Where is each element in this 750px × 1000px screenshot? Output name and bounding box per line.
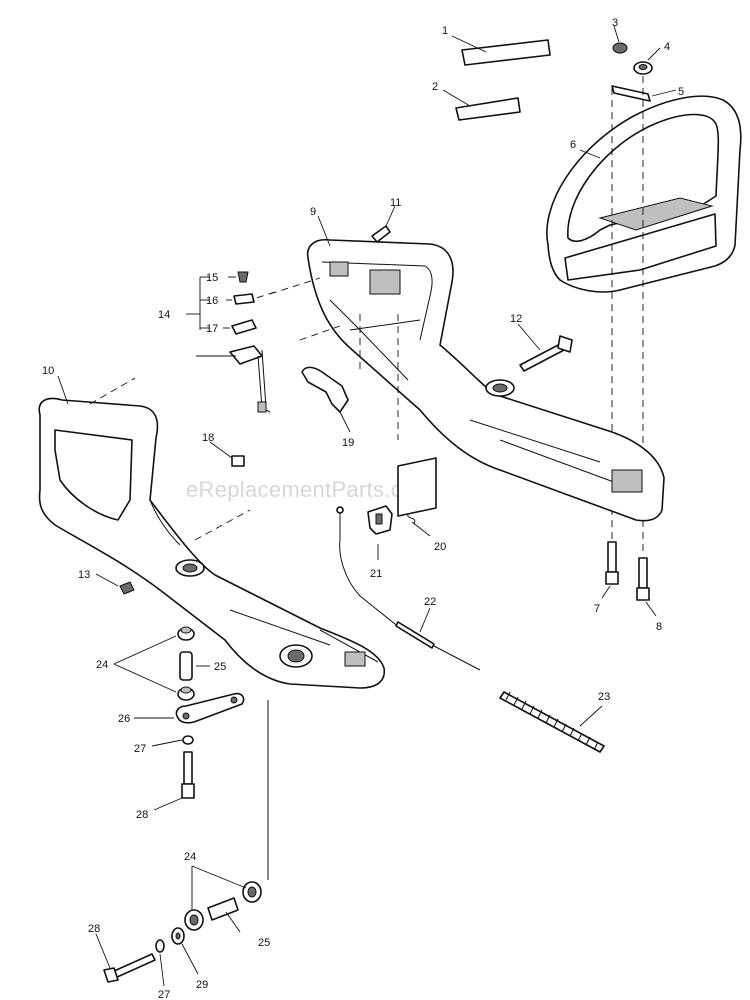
guide-line-10a [89,377,136,405]
part-4-grommet [633,47,661,75]
callout-14: 14 [158,309,170,321]
guide-line-10b [194,509,251,541]
callout-6: 6 [570,139,576,151]
guide-line-9a [269,277,321,295]
callout-17: 17 [206,323,218,335]
part-22-throttle-cable [336,506,481,671]
callout-25-upper: 25 [214,661,226,673]
part-15-screw [228,271,249,283]
part-21-throttle-lock [367,505,393,560]
callout-4: 4 [664,41,670,53]
callout-5: 5 [678,86,684,98]
callout-20: 20 [434,541,446,553]
callout-23: 23 [598,691,610,703]
part-27-upper-washer [151,735,194,747]
callout-18: 18 [202,432,214,444]
part-1-label-plate [451,35,551,66]
callout-16: 16 [206,295,218,307]
part-26-link-plate [134,692,245,724]
callout-27-upper: 27 [134,743,146,755]
part-29-washer [171,927,199,975]
part-5-bracket [611,85,677,102]
callout-24-upper: 24 [96,659,108,671]
part-6-front-handle [546,95,742,293]
part-10-rear-handle-lower [38,375,386,689]
callout-26: 26 [118,713,130,725]
part-17-plate [223,319,257,335]
part-11-screw [371,205,396,243]
part-13-nut [95,573,135,595]
spring-panel [397,457,437,517]
part-14-switch-bracket [186,276,271,413]
callout-8: 8 [656,621,662,633]
part-2-label [442,89,521,121]
part-8-bolt [636,557,657,617]
part-25-lower-sleeve [207,897,241,933]
part-3-nut [612,25,628,54]
part-24-upper-mount [113,626,195,701]
part-23-drive-spring [499,691,605,753]
callout-21: 21 [370,568,382,580]
part-28-lower-bolt [95,933,156,983]
callout-9: 9 [310,206,316,218]
callout-15: 15 [206,272,218,284]
part-28-upper-bolt [153,751,195,811]
callout-28-upper: 28 [136,809,148,821]
callout-labels: 1 2 3 4 5 6 7 8 9 10 11 12 13 14 15 16 1… [42,17,684,1000]
callout-2: 2 [432,81,438,93]
callout-12: 12 [510,313,522,325]
callout-25-lower: 25 [258,937,270,949]
part-16-clip [226,293,255,305]
callout-11: 11 [390,197,401,209]
part-27-lower-washer [155,939,165,987]
callout-1: 1 [442,25,448,37]
part-12-bolt [517,323,573,372]
callout-22: 22 [424,596,436,608]
callout-7: 7 [594,603,600,615]
callout-27-lower: 27 [158,989,170,1000]
part-19-throttle-trigger [301,366,351,433]
guide-line-9b [299,325,341,341]
guide-line-9c [249,291,276,301]
part-7-bolt [601,541,619,599]
callout-10: 10 [42,365,54,377]
part-18-switch [209,441,245,467]
callout-19: 19 [342,437,354,449]
callout-29: 29 [196,979,208,991]
watermark-text: eReplacementParts.com [186,477,433,502]
callout-24-lower: 24 [184,851,196,863]
callout-28-lower: 28 [88,923,100,935]
part-24-lower-mount [184,865,262,931]
part-25-upper-sleeve [179,651,210,681]
callout-13: 13 [78,569,90,581]
callout-3: 3 [612,17,618,29]
